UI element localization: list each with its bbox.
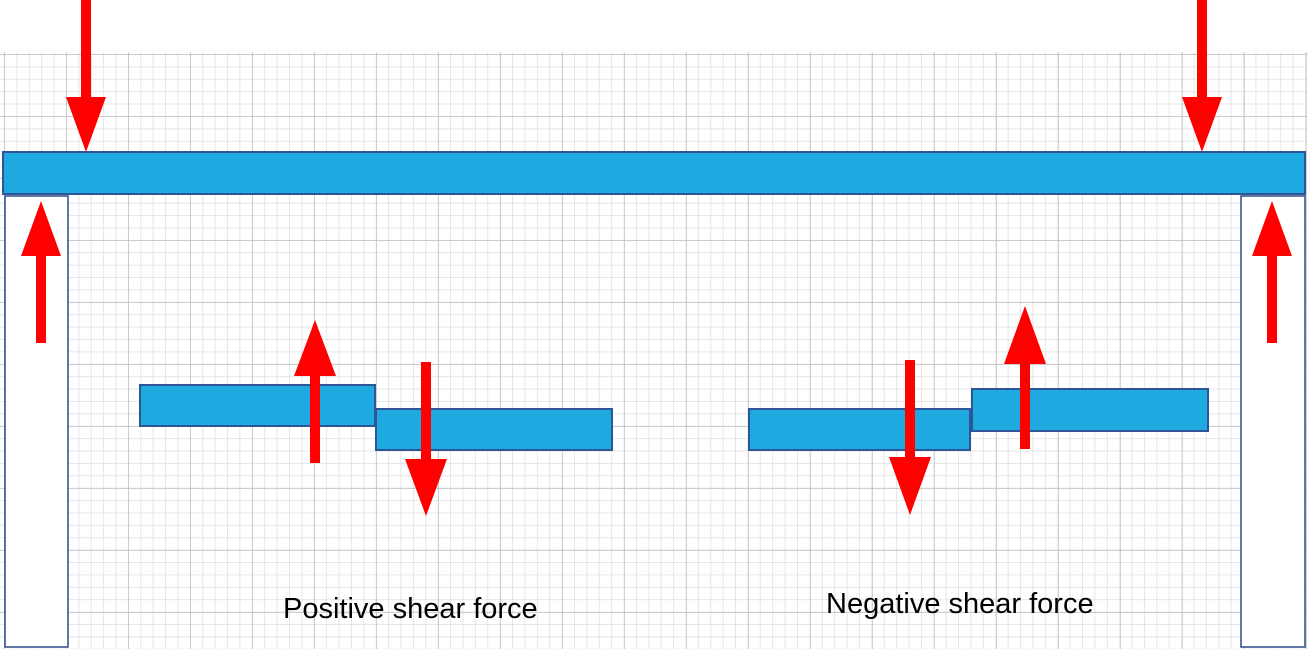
positive-shear-left-segment [139, 384, 376, 427]
negative-shear-down-arrow [889, 360, 931, 515]
positive-shear-up-arrow [294, 320, 336, 463]
negative-shear-caption: Negative shear force [826, 588, 1094, 620]
negative-shear-right-segment [971, 388, 1209, 432]
main-beam [2, 151, 1306, 195]
left-reaction-arrow [21, 201, 61, 343]
positive-shear-down-arrow [405, 362, 447, 516]
positive-shear-right-segment [375, 408, 613, 451]
left-load-arrow [66, 0, 106, 152]
right-reaction-arrow [1252, 201, 1292, 343]
negative-shear-left-segment [748, 408, 971, 451]
negative-shear-up-arrow [1004, 306, 1046, 449]
right-load-arrow [1182, 0, 1222, 152]
positive-shear-caption: Positive shear force [283, 593, 538, 625]
